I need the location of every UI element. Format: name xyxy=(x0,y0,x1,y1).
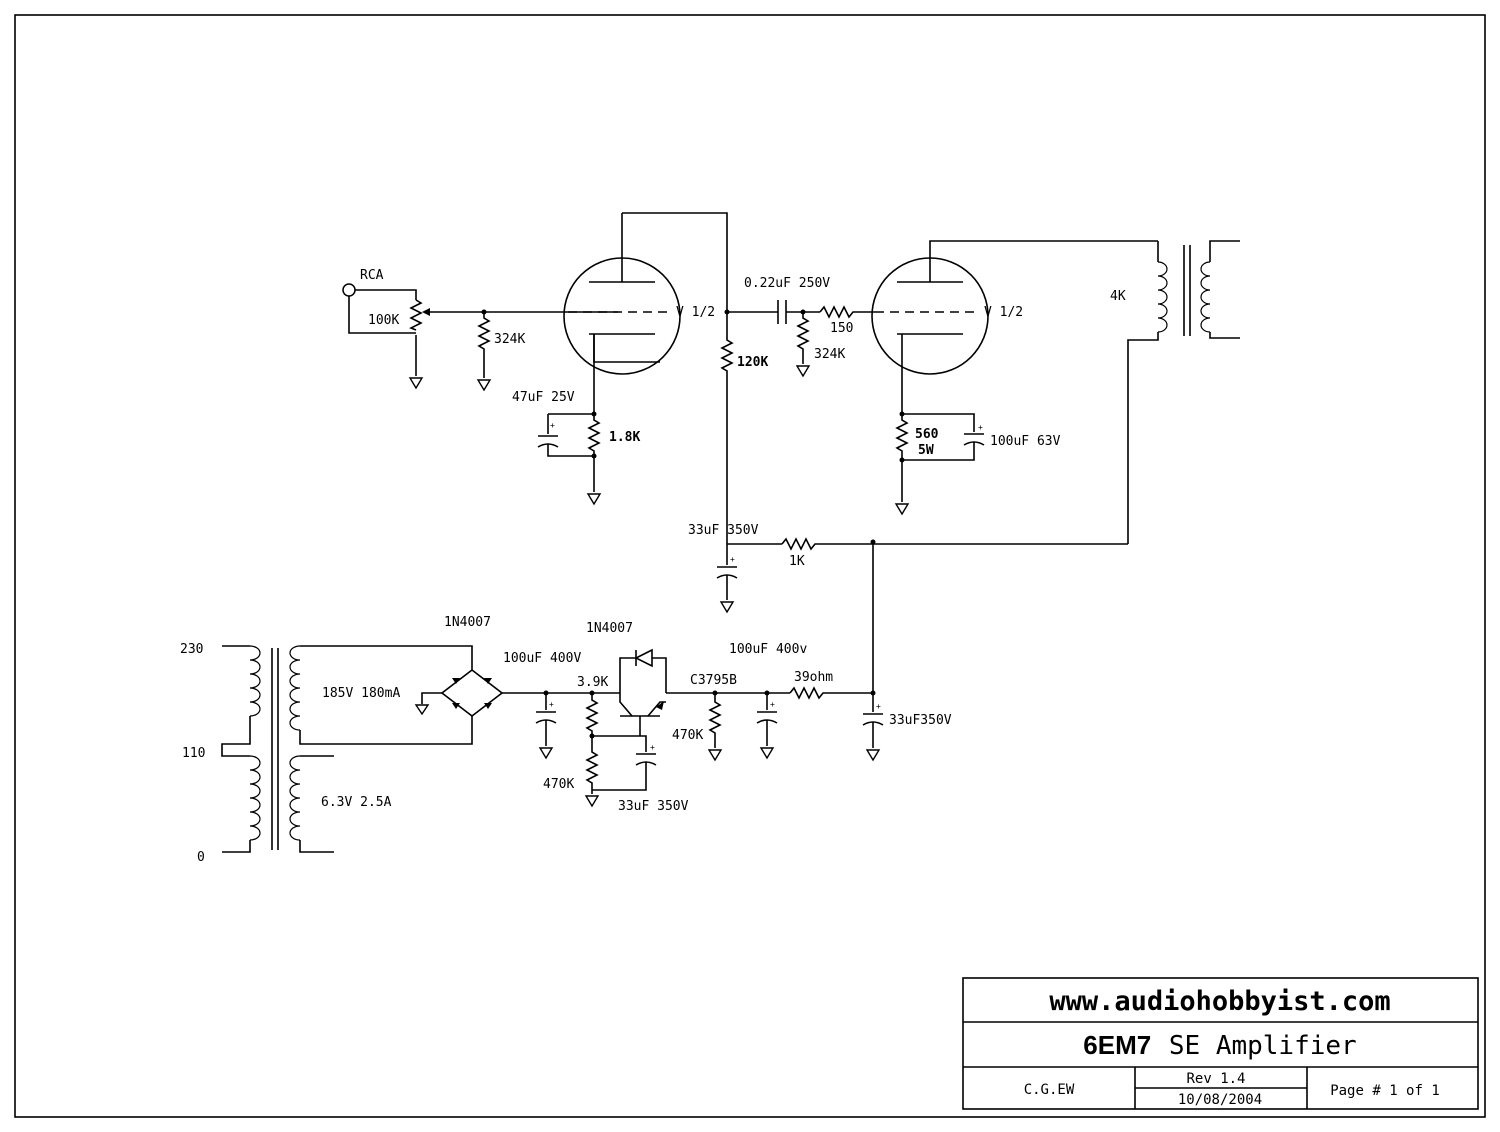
ground-icon xyxy=(795,365,811,378)
revision-label: Rev 1.4 xyxy=(1186,1071,1245,1087)
series-resistor-icon xyxy=(789,686,873,700)
bridge-diode-label: 1N4007 xyxy=(444,615,491,630)
svg-text:+: + xyxy=(650,743,655,752)
reg-r-top-label: 3.9K xyxy=(577,675,608,690)
ground-icon xyxy=(408,377,424,390)
transistor-label: C3795B xyxy=(690,673,737,688)
cathode-resistor-label: 1.8K xyxy=(609,430,640,445)
svg-text:+: + xyxy=(770,700,775,709)
reg-diode-label: 1N4007 xyxy=(586,621,633,636)
coupling-cap-label: 0.22uF 250V xyxy=(744,276,830,291)
title-block: www.audiohobbyist.com 6EM7 SE Amplifier … xyxy=(962,977,1479,1110)
ot-label: 4K xyxy=(1110,289,1126,304)
ground-icon xyxy=(414,704,430,716)
plate-resistor-label: 120K xyxy=(737,355,768,370)
stage2-cathode: + 560 5W 100uF 63V xyxy=(894,411,1061,516)
dropping-resistor-label: 1K xyxy=(789,554,805,569)
tap-230-label: 230 xyxy=(180,642,203,657)
ground-icon xyxy=(538,747,554,760)
bleeder-label: 470K xyxy=(672,728,703,743)
bleeder-resistor-icon xyxy=(708,693,722,748)
first-filter: + 100uF 400V xyxy=(503,651,581,760)
tube1-label: V 1/2 xyxy=(676,305,715,320)
rca-jack-icon xyxy=(342,283,356,297)
grid-stopper-icon xyxy=(819,305,875,319)
reg-r-bottom-label: 470K xyxy=(543,777,574,792)
first-filter-label: 100uF 400V xyxy=(503,651,581,666)
reg-resistor-top-icon xyxy=(585,693,599,736)
tube-1: V 1/2 xyxy=(563,212,728,414)
svg-text:+: + xyxy=(549,700,554,709)
rca-label: RCA xyxy=(360,268,384,283)
cathode-r2-value: 560 xyxy=(915,427,939,442)
regulator: 3.9K 470K + 33uF 350V 1N4007 C3795B xyxy=(543,621,790,814)
cathode-r2-power: 5W xyxy=(918,443,934,458)
bplus-rail: 1K 33uF 350V + xyxy=(688,523,1128,692)
author-label: C.G.EW xyxy=(1024,1082,1075,1098)
ground-icon xyxy=(707,749,723,762)
grid-resistor-icon xyxy=(477,312,491,378)
cathode-resistor-icon xyxy=(587,414,601,456)
volume-pot-icon xyxy=(409,299,423,331)
power-transformer-icon: 230 110 0 185V 180mA 6.3V 2.5A xyxy=(180,642,473,865)
plate-resistor-icon xyxy=(720,312,734,544)
tube-2: V 1/2 xyxy=(871,240,1158,414)
date-label: 10/08/2004 xyxy=(1178,1092,1262,1108)
reg-cap-label: 33uF 350V xyxy=(618,799,689,814)
grid-stopper-label: 150 xyxy=(830,321,853,336)
heater-secondary-label: 6.3V 2.5A xyxy=(321,795,392,810)
output-cap-label: 33uF350V xyxy=(889,713,952,728)
grid-resistor-label: 324K xyxy=(494,332,525,347)
grid-leak-icon xyxy=(796,312,810,364)
hv-secondary-label: 185V 180mA xyxy=(322,686,400,701)
title-bold: 6EM7 xyxy=(1083,1030,1151,1060)
bridge-rectifier-icon: 1N4007 xyxy=(414,615,620,718)
grid-leak-label: 324K xyxy=(814,347,845,362)
second-filter-label: 100uF 400v xyxy=(729,642,807,657)
wiper-arrow-icon xyxy=(422,308,430,316)
output-transformer-icon: 4K xyxy=(1110,240,1240,544)
pot-label: 100K xyxy=(368,313,399,328)
page-label: Page # 1 of 1 xyxy=(1330,1083,1440,1099)
ground-icon xyxy=(719,601,735,614)
cathode-cap-label: 47uF 25V xyxy=(512,390,575,405)
tap-0-label: 0 xyxy=(197,850,205,865)
svg-text:+: + xyxy=(876,702,881,711)
series-resistor-label: 39ohm xyxy=(794,670,833,685)
input-section: RCA 100K 324K xyxy=(342,268,618,392)
plus-marker: + xyxy=(550,421,555,430)
reg-diode-icon xyxy=(619,648,667,693)
tap-110-label: 110 xyxy=(182,746,205,761)
sheet-border xyxy=(14,14,1486,1118)
plus-marker: + xyxy=(730,555,735,564)
website-label: www.audiohobbyist.com xyxy=(1049,986,1390,1017)
ground-icon xyxy=(865,749,881,762)
stage1-cathode: + 47uF 25V 1.8K xyxy=(512,390,640,506)
second-filter: 470K + 100uF 400v 39ohm + 33uF350V xyxy=(672,642,952,762)
ground-icon xyxy=(476,379,492,392)
ground-icon xyxy=(586,493,602,506)
reg-resistor-bottom-icon xyxy=(585,736,599,794)
transistor-icon xyxy=(619,693,666,736)
cathode-resistor-2-icon xyxy=(895,414,909,460)
ground-icon xyxy=(894,503,910,516)
stage1-plate: 120K 0.22uF 250V 324K 150 xyxy=(720,276,875,544)
cathode-cap2-label: 100uF 63V xyxy=(990,434,1061,449)
dropping-resistor-icon xyxy=(781,537,1128,551)
plus-marker: + xyxy=(978,423,983,432)
ground-icon xyxy=(584,795,600,808)
title-line: 6EM7 SE Amplifier xyxy=(1083,1030,1356,1061)
node-cap-label: 33uF 350V xyxy=(688,523,759,538)
ground-icon xyxy=(759,747,775,760)
title-rest: SE Amplifier xyxy=(1169,1031,1357,1061)
tube2-label: V 1/2 xyxy=(984,305,1023,320)
